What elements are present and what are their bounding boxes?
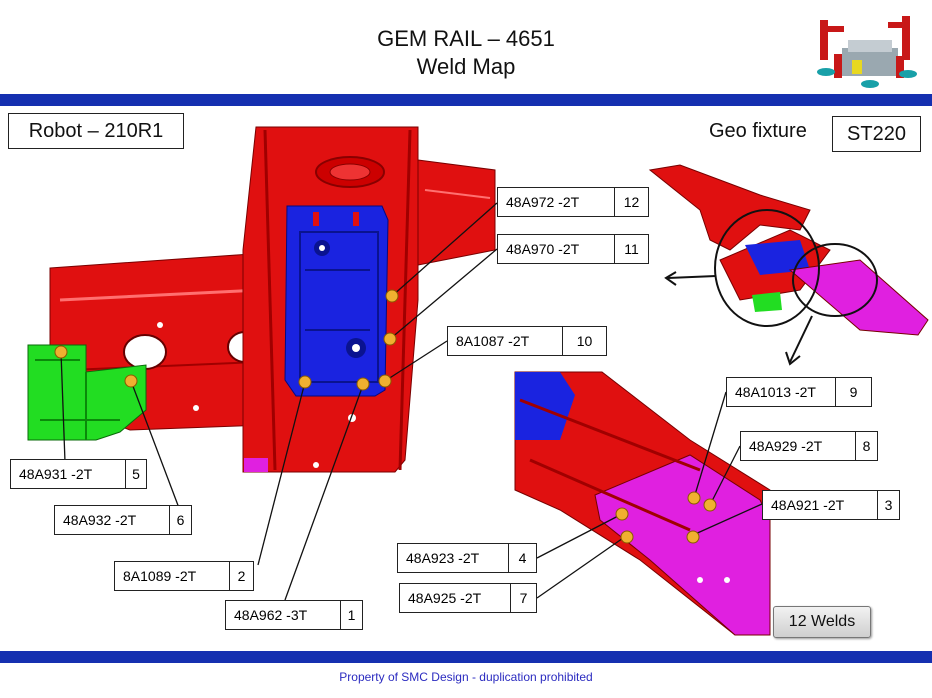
weld-callout: 48A925 -2T 7: [399, 583, 537, 613]
weld-callout: 48A931 -2T 5: [10, 459, 147, 489]
leader-lines: [60, 202, 763, 601]
weld-code: 48A931 -2T: [10, 459, 126, 489]
weld-code: 48A962 -3T: [225, 600, 341, 630]
weld-code: 8A1089 -2T: [114, 561, 230, 591]
weld-callout: 48A1013 -2T 9: [726, 377, 872, 407]
weld-code: 48A970 -2T: [497, 234, 615, 264]
weld-callout: 48A929 -2T 8: [740, 431, 878, 461]
robot-label: Robot – 210R1: [8, 113, 184, 149]
weld-callout: 48A921 -2T 3: [762, 490, 900, 520]
zoomed-rail: [514, 371, 771, 636]
weld-number: 1: [341, 600, 363, 630]
weld-number: 4: [509, 543, 537, 573]
weld-callout: 8A1087 -2T 10: [447, 326, 607, 356]
header-band: [0, 94, 932, 106]
fixture-iso-view: [648, 164, 929, 366]
station-label: ST220: [832, 116, 921, 152]
weld-number: 11: [615, 234, 649, 264]
weld-number: 5: [126, 459, 147, 489]
weld-code: 48A923 -2T: [397, 543, 509, 573]
footer-band: [0, 651, 932, 663]
weld-code: 48A972 -2T: [497, 187, 615, 217]
weld-number: 9: [836, 377, 872, 407]
weld-callout: 48A932 -2T 6: [54, 505, 192, 535]
fixture-label: Geo fixture: [709, 120, 807, 142]
weld-code: 8A1087 -2T: [447, 326, 563, 356]
weld-number: 10: [563, 326, 607, 356]
weld-callout: 8A1089 -2T 2: [114, 561, 254, 591]
weld-callout: 48A923 -2T 4: [397, 543, 537, 573]
page-subtitle: Weld Map: [416, 54, 516, 79]
weld-code: 48A932 -2T: [54, 505, 170, 535]
weld-dots: [54, 289, 717, 544]
weld-number: 12: [615, 187, 649, 217]
blue-panel: [284, 205, 389, 397]
page-title: GEM RAIL – 4651: [377, 26, 555, 51]
weld-number: 7: [511, 583, 537, 613]
welds-count-badge: 12 Welds: [773, 606, 871, 638]
weld-code: 48A925 -2T: [399, 583, 511, 613]
weld-code: 48A1013 -2T: [726, 377, 836, 407]
weld-number: 8: [856, 431, 878, 461]
weld-number: 2: [230, 561, 254, 591]
weld-code: 48A929 -2T: [740, 431, 856, 461]
green-bracket: [27, 344, 147, 441]
footer-text: Property of SMC Design - duplication pro…: [339, 670, 593, 684]
weld-number: 6: [170, 505, 192, 535]
weld-callout: 48A970 -2T 11: [497, 234, 649, 264]
weld-callout: 48A972 -2T 12: [497, 187, 649, 217]
weld-number: 3: [878, 490, 900, 520]
robot-cell-logo: [817, 16, 917, 88]
weld-code: 48A921 -2T: [762, 490, 878, 520]
weld-callout: 48A962 -3T 1: [225, 600, 363, 630]
